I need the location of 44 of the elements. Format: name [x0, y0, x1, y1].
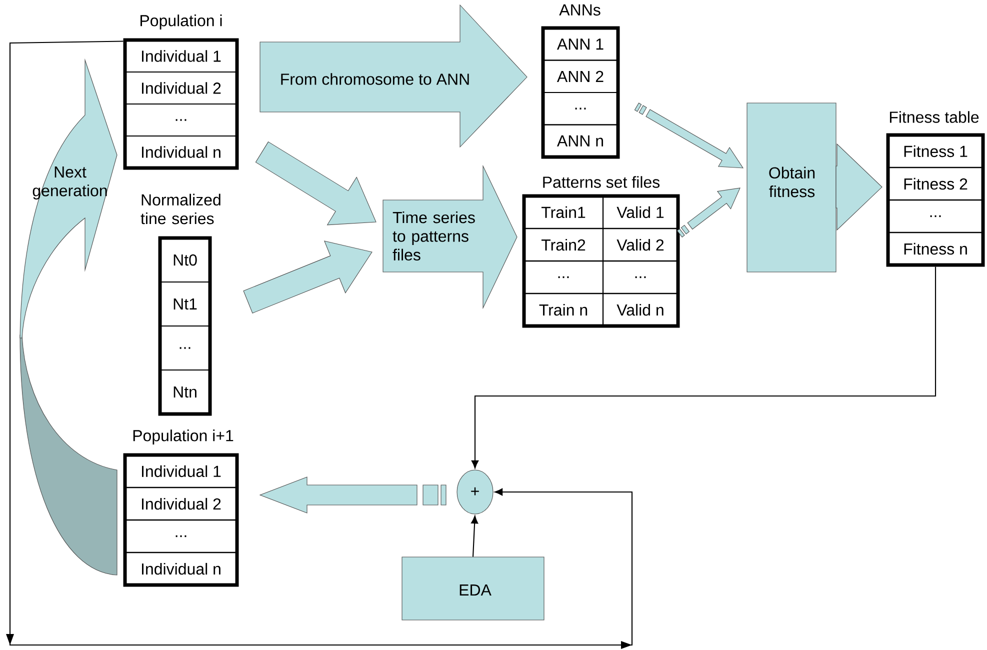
arrow: [471, 266, 936, 468]
table-cell: ...: [523, 260, 604, 294]
table-cell: Individual n: [124, 552, 238, 586]
node-label: Normalized tine series: [140, 194, 220, 224]
node-label: Individual 1: [142, 50, 221, 62]
node-label: ANNs: [559, 4, 600, 16]
node-label: Patterns set files: [543, 176, 660, 188]
table-cell: Ntn: [159, 369, 211, 415]
node-label: Population i+1: [133, 430, 234, 444]
table-cell: Individual 2: [124, 71, 238, 105]
block-arrow: [676, 188, 740, 238]
arrow: [6, 40, 633, 649]
node-label: Population i: [140, 14, 222, 30]
block-arrow: [836, 143, 882, 231]
table-cell: ANN 2: [542, 60, 619, 94]
node-label: Train1: [541, 206, 586, 218]
table-cell: Nt1: [159, 281, 211, 327]
table-cell: Train n: [523, 293, 604, 327]
node-label: Nt0: [174, 254, 197, 266]
table-cell: Valid 2: [602, 228, 679, 262]
table-cell: ...: [602, 260, 679, 294]
table-cell: Individual 2: [124, 487, 238, 521]
table-cell: Fitness n: [887, 232, 984, 266]
table-cell: Valid n: [602, 293, 679, 327]
table-cell: ANN n: [542, 124, 619, 158]
table-cell: Valid 1: [602, 195, 679, 229]
table-cell: Train2: [523, 228, 604, 262]
node-label: Fitness 1: [904, 145, 968, 158]
table-cell: ...: [124, 103, 238, 137]
arrow: [471, 516, 478, 557]
node-label: Fitness table: [890, 111, 979, 123]
process-box: EDA: [402, 556, 544, 620]
table-cell: ...: [159, 325, 211, 371]
node-label: Individual 1: [142, 465, 221, 478]
table-cell: Individual n: [124, 135, 238, 169]
block-arrow: [634, 102, 744, 168]
table-cell: ...: [542, 92, 619, 126]
table-cell: ...: [887, 199, 984, 233]
table-cell: Fitness 2: [887, 167, 984, 201]
table-cell: ...: [124, 519, 238, 553]
block-arrow: [243, 240, 372, 314]
node-label: ANN 1: [556, 38, 604, 50]
block-arrow: [259, 476, 446, 514]
process-box: Obtain fitness: [746, 102, 836, 272]
